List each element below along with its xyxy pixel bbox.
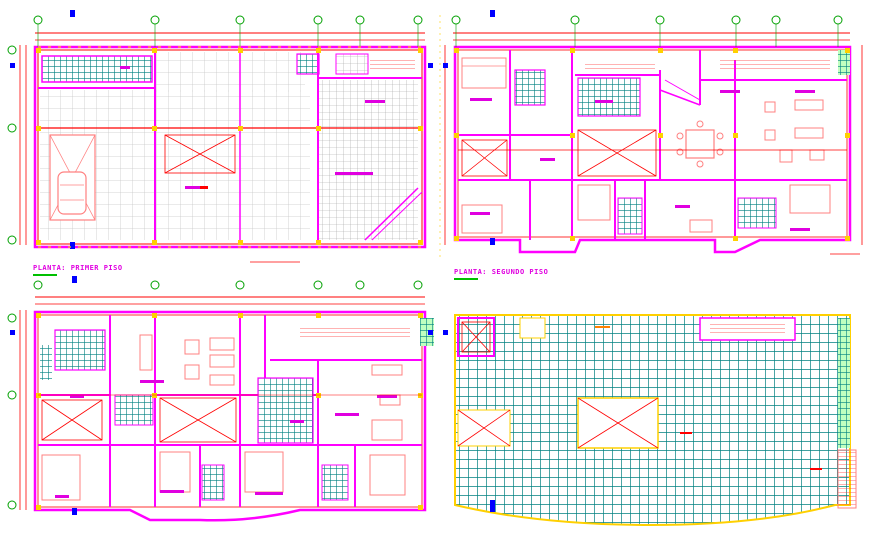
plan-third-floor — [7, 276, 434, 522]
plan-second-floor — [443, 10, 863, 255]
first-floor-title-underline — [33, 274, 57, 276]
second-floor-title-underline — [454, 278, 478, 280]
second-floor-title: PLANTA: SEGUNDO PISO — [454, 268, 549, 276]
plan-roof — [443, 314, 857, 527]
plan-first-floor — [7, 10, 433, 263]
first-floor-title: PLANTA: PRIMER PISO — [33, 264, 123, 272]
